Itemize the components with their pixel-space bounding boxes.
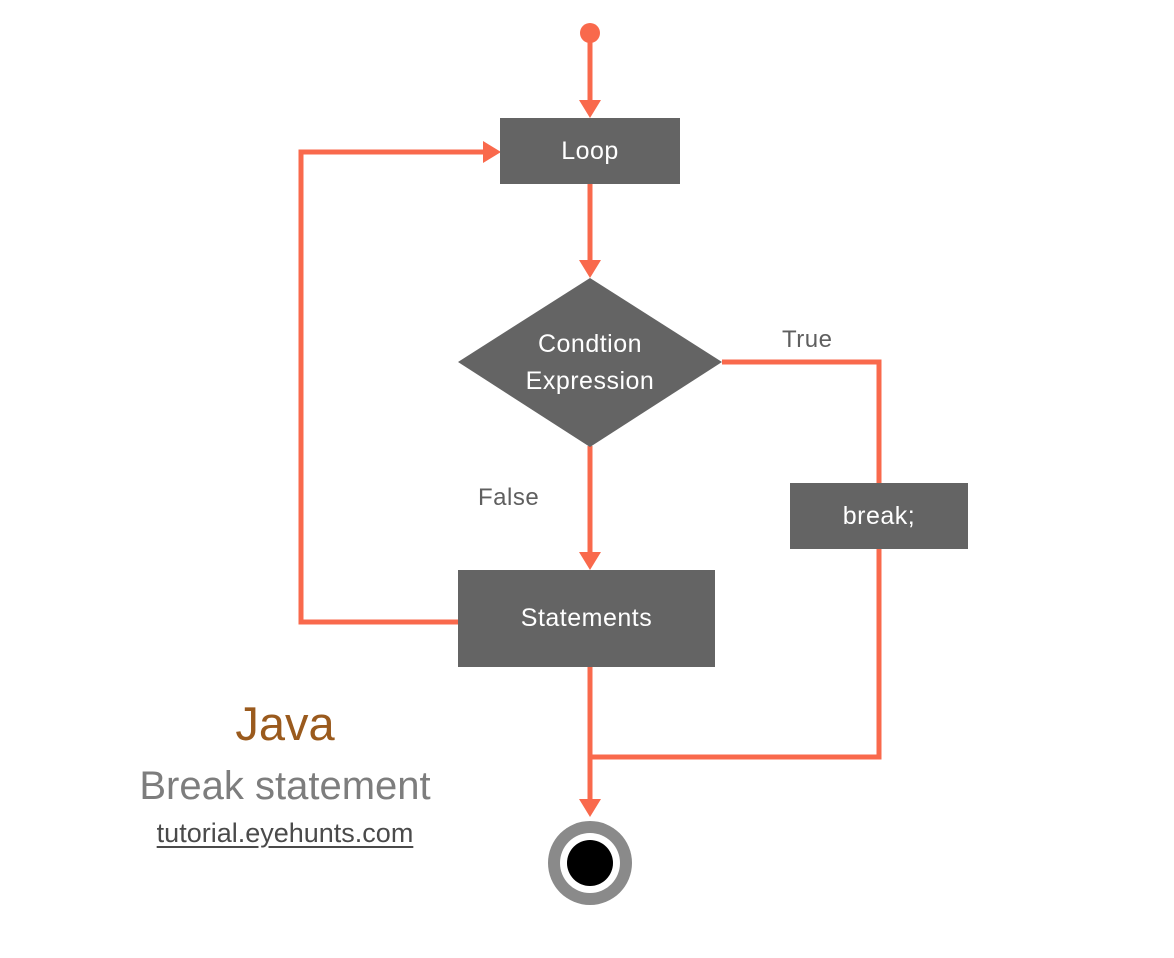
- false-edge-label: False: [478, 484, 540, 511]
- condition-diamond-label: Condtion Expression: [470, 324, 710, 402]
- loop-box-label: Loop: [561, 136, 619, 165]
- edge-break-to-end: [592, 548, 882, 760]
- true-edge-label: True: [782, 326, 833, 353]
- arrowhead-into-loop: [579, 100, 601, 118]
- loop-box: Loop: [500, 118, 680, 184]
- site-link: tutorial.eyehunts.com: [156, 818, 414, 848]
- condition-diamond: [458, 278, 722, 447]
- statements-box-label: Statements: [520, 604, 653, 632]
- page-title: Java: [235, 697, 335, 750]
- arrowhead-into-condition: [579, 260, 601, 278]
- caption-block: Java Break statement tutorial.eyehunts.c…: [85, 698, 485, 849]
- break-box-label: break;: [842, 501, 916, 530]
- condition-label-line1: Condtion: [537, 330, 643, 358]
- start-node: [580, 23, 600, 43]
- arrowhead-loopback-into-loop: [483, 141, 501, 163]
- break-box: break;: [790, 483, 968, 549]
- condition-label-line2: Expression: [525, 367, 655, 395]
- edge-true-to-break: [722, 359, 882, 485]
- arrowhead-into-statements: [579, 552, 601, 570]
- arrowhead-into-end: [579, 799, 601, 817]
- page-subtitle: Break statement: [139, 764, 431, 808]
- end-node: [548, 821, 632, 905]
- statements-box: Statements: [458, 570, 715, 667]
- edge-loopback: [298, 149, 485, 625]
